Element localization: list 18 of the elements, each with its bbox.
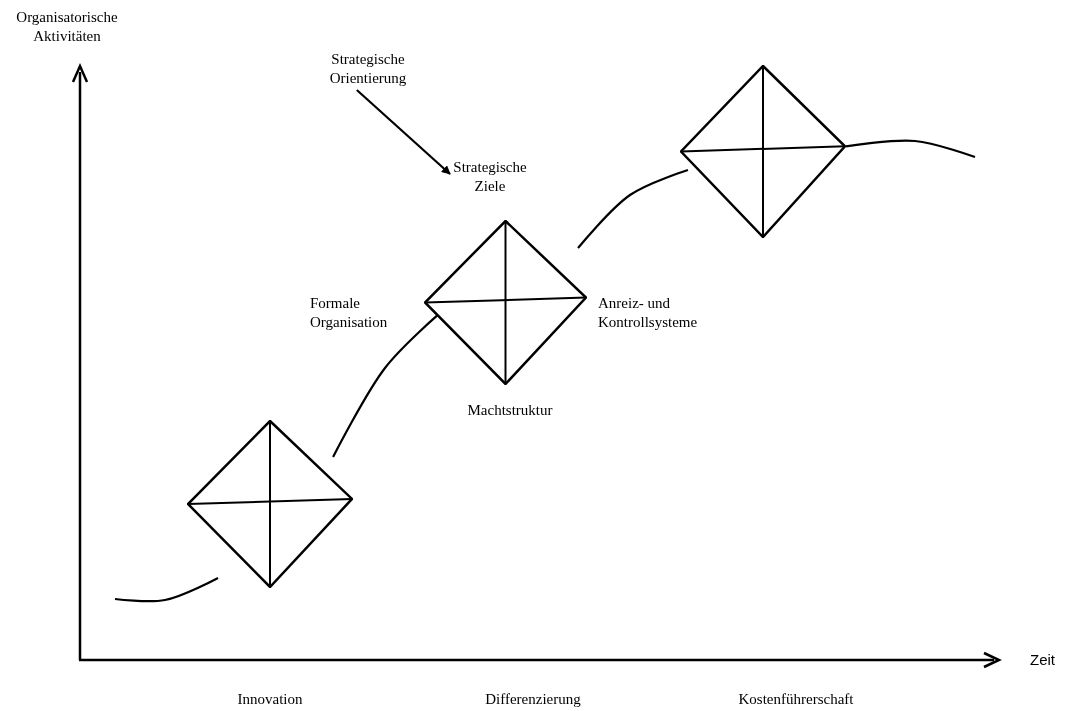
side-label: Anreiz- und Kontrollsysteme xyxy=(598,294,699,332)
text-label: Strategische Orientierung xyxy=(312,50,424,88)
text-label: Strategische Ziele xyxy=(450,158,530,196)
curve-line xyxy=(577,168,689,249)
phase-label: Differenzierung xyxy=(484,690,582,709)
curve-line xyxy=(332,314,438,458)
side-label: Machtstruktur xyxy=(466,401,554,420)
phase-label: Innovation xyxy=(236,690,304,709)
curve-line xyxy=(114,576,219,603)
axis-title: Zeit xyxy=(1030,650,1056,669)
side-label: Formale Organisation xyxy=(310,294,389,332)
phase-label: Kostenführerschaft xyxy=(737,690,855,709)
crossed-diamond xyxy=(187,420,353,588)
crossed-diamond xyxy=(424,220,587,385)
crossed-diamond xyxy=(680,65,846,238)
curve-line xyxy=(845,139,976,159)
arrow xyxy=(356,89,451,175)
axis-title: Organisatorische Aktivitäten xyxy=(15,8,119,46)
